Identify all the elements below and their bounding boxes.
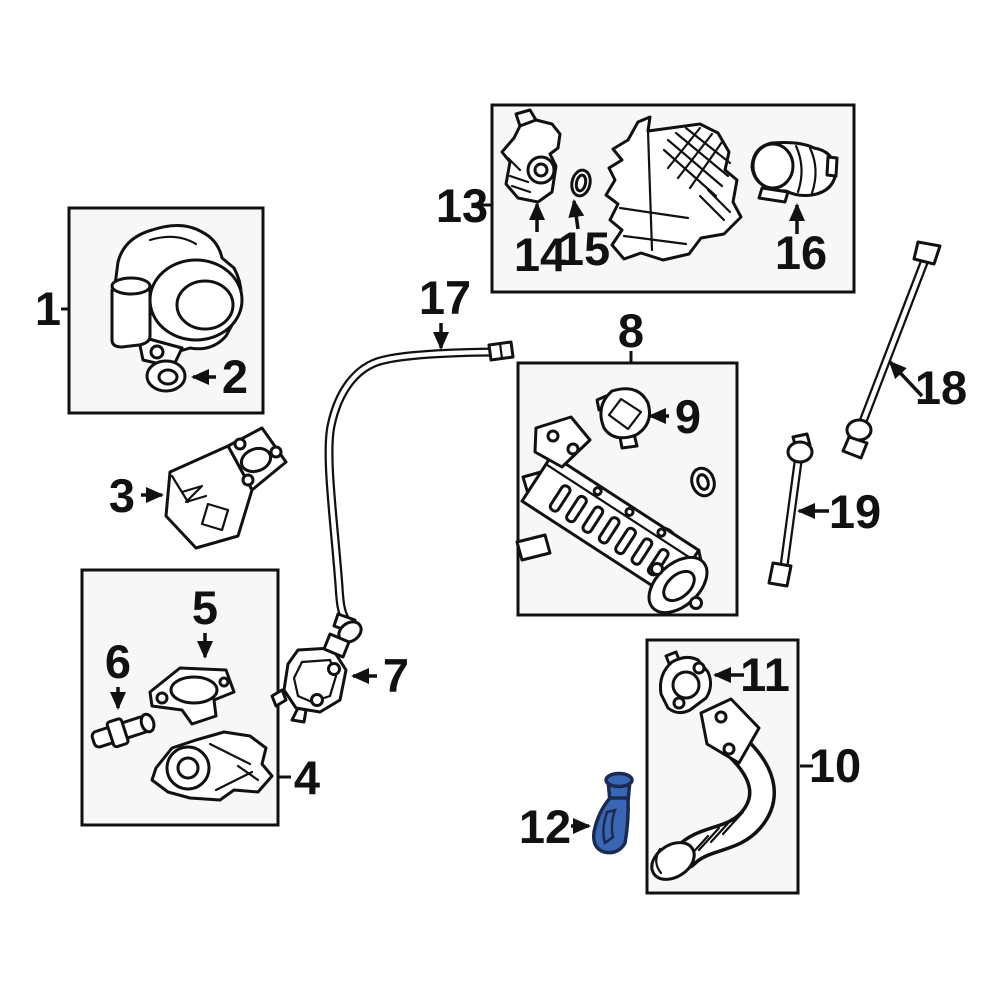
part-11-drawing[interactable] <box>659 650 713 715</box>
part-2-drawing[interactable] <box>145 359 187 393</box>
part-13-shield-drawing[interactable] <box>604 115 743 262</box>
arrow-part-18 <box>888 360 924 398</box>
part-9-drawing[interactable] <box>595 387 651 450</box>
callout-2[interactable]: 2 <box>222 350 248 403</box>
callout-9[interactable]: 9 <box>675 390 701 443</box>
part-16-drawing[interactable] <box>750 141 839 204</box>
part-19-drawing[interactable] <box>767 432 814 588</box>
callout-18[interactable]: 18 <box>915 361 967 414</box>
part-14-drawing[interactable] <box>500 108 562 204</box>
callout-14[interactable]: 14 <box>514 228 566 281</box>
callout-10[interactable]: 10 <box>809 739 861 792</box>
arrow-part-15 <box>568 199 585 230</box>
part-12-drawing-highlighted[interactable] <box>591 771 634 855</box>
part-3-drawing[interactable] <box>164 426 288 550</box>
part-10-pipe-drawing[interactable] <box>645 697 776 887</box>
part-8-oring-drawing[interactable] <box>688 465 718 498</box>
callout-16[interactable]: 16 <box>775 226 827 279</box>
part-7-drawing[interactable] <box>270 646 348 724</box>
callout-17[interactable]: 17 <box>419 271 471 324</box>
callout-13[interactable]: 13 <box>436 179 488 232</box>
part-18-drawing[interactable] <box>841 240 942 460</box>
part-4-drawing[interactable] <box>150 730 274 802</box>
part-6-drawing[interactable] <box>89 709 157 753</box>
callout-12[interactable]: 12 <box>519 800 571 853</box>
part-5-drawing[interactable] <box>148 666 236 726</box>
part-1-drawing[interactable] <box>110 224 244 369</box>
callout-8[interactable]: 8 <box>618 304 644 357</box>
callout-3[interactable]: 3 <box>109 469 135 522</box>
callout-1[interactable]: 1 <box>35 282 61 335</box>
callout-15[interactable]: 15 <box>558 222 610 275</box>
callout-4[interactable]: 4 <box>294 751 320 804</box>
part-15-drawing[interactable] <box>569 168 592 198</box>
part-8-cooler-drawing[interactable] <box>515 415 717 623</box>
callout-6[interactable]: 6 <box>105 635 131 688</box>
callout-5[interactable]: 5 <box>192 581 218 634</box>
callout-19[interactable]: 19 <box>829 485 881 538</box>
callout-7[interactable]: 7 <box>383 649 409 702</box>
part-17-drawing[interactable] <box>322 340 515 659</box>
callout-11[interactable]: 11 <box>740 648 790 701</box>
